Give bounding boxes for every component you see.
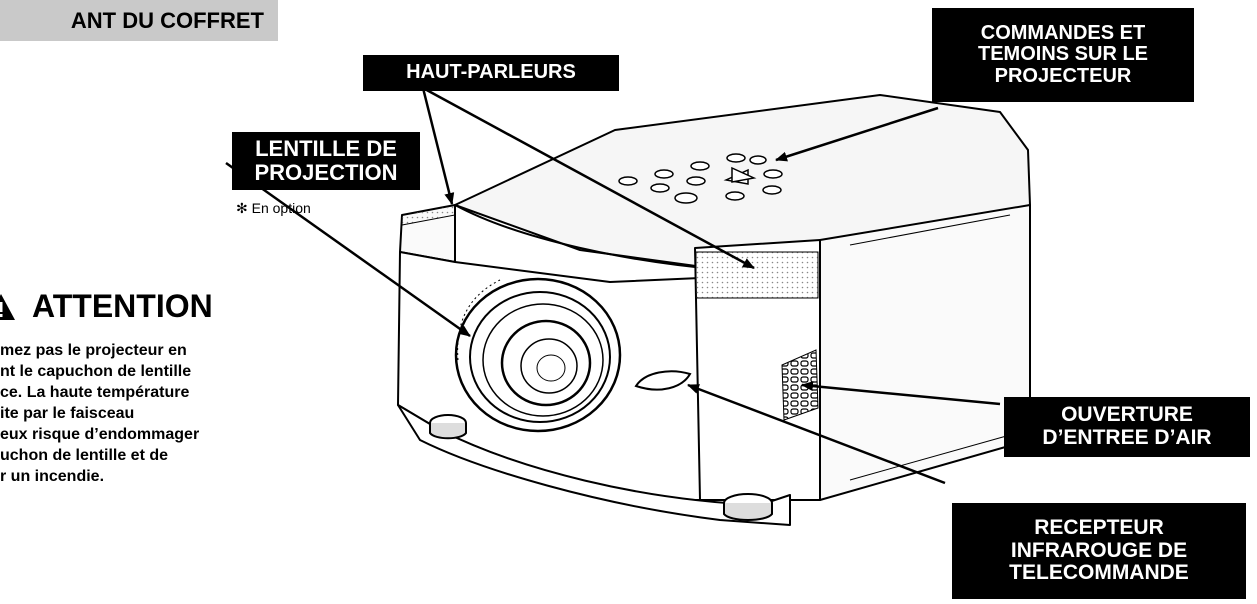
- warning-triangle-icon: [0, 293, 15, 320]
- callout-ir-receiver-line: TELECOMMANDE: [1009, 561, 1189, 585]
- callout-lens: LENTILLE DE PROJECTION: [232, 132, 420, 190]
- projector-feet: [429, 414, 773, 521]
- callout-ir-receiver: RECEPTEUR INFRAROUGE DE TELECOMMANDE: [952, 503, 1246, 599]
- control-buttons: [618, 153, 783, 204]
- caution-title: ATTENTION: [32, 288, 213, 324]
- callout-lens-line: PROJECTION: [254, 160, 398, 185]
- caution-line: mez pas le projecteur en: [0, 342, 187, 359]
- air-intake-vents: [781, 349, 819, 421]
- caution-line: r un incendie.: [0, 468, 105, 485]
- caution-line: nt le capuchon de lentille: [0, 363, 192, 380]
- callout-ir-receiver-line: RECEPTEUR: [1034, 515, 1164, 539]
- caution-line: ite par le faisceau: [0, 405, 135, 422]
- caution-text: mez pas le projecteur en nt le capuchon …: [0, 340, 280, 487]
- leader-lens: [225, 161, 471, 338]
- speaker-grilles: [401, 204, 819, 299]
- projection-lens: [454, 277, 622, 433]
- leader-controls: [775, 106, 939, 162]
- caution-line: uchon de lentille et de: [0, 447, 169, 464]
- callout-air-intake-line: OUVERTURE: [1061, 403, 1193, 427]
- callout-controls-line: COMMANDES ET: [980, 21, 1146, 44]
- leader-air-intake: [801, 381, 1001, 406]
- callout-lens-line: LENTILLE DE: [255, 136, 397, 162]
- callout-air-intake-line: D’ENTREE D’AIR: [1042, 426, 1212, 449]
- callout-controls-line: TEMOINS SUR LE: [977, 43, 1148, 66]
- caution-line: ce. La haute température: [0, 384, 190, 401]
- callout-controls: COMMANDES ET TEMOINS SUR LE PROJECTEUR: [932, 8, 1194, 102]
- caution-line: eux risque d’endommager: [0, 426, 200, 443]
- caution-heading: ATTENTION: [0, 288, 213, 325]
- callout-speakers-line: HAUT-PARLEURS: [406, 61, 576, 84]
- section-header-title: ANT DU COFFRET: [70, 7, 264, 33]
- leader-ir-receiver: [687, 383, 946, 485]
- ir-receiver-window: [634, 370, 692, 391]
- section-header: ANT DU COFFRET: [0, 0, 278, 41]
- callout-controls-line: PROJECTEUR: [994, 64, 1132, 87]
- callout-speakers: HAUT-PARLEURS: [363, 55, 619, 91]
- leader-speaker-left: [421, 87, 455, 205]
- leader-speaker-right: [422, 86, 755, 270]
- callout-air-intake: OUVERTURE D’ENTREE D’AIR: [1004, 397, 1250, 457]
- callout-ir-receiver-line: INFRAROUGE DE: [1010, 538, 1188, 562]
- leader-lines: [225, 86, 1001, 485]
- lens-optional-note: ✻ En option: [236, 200, 311, 216]
